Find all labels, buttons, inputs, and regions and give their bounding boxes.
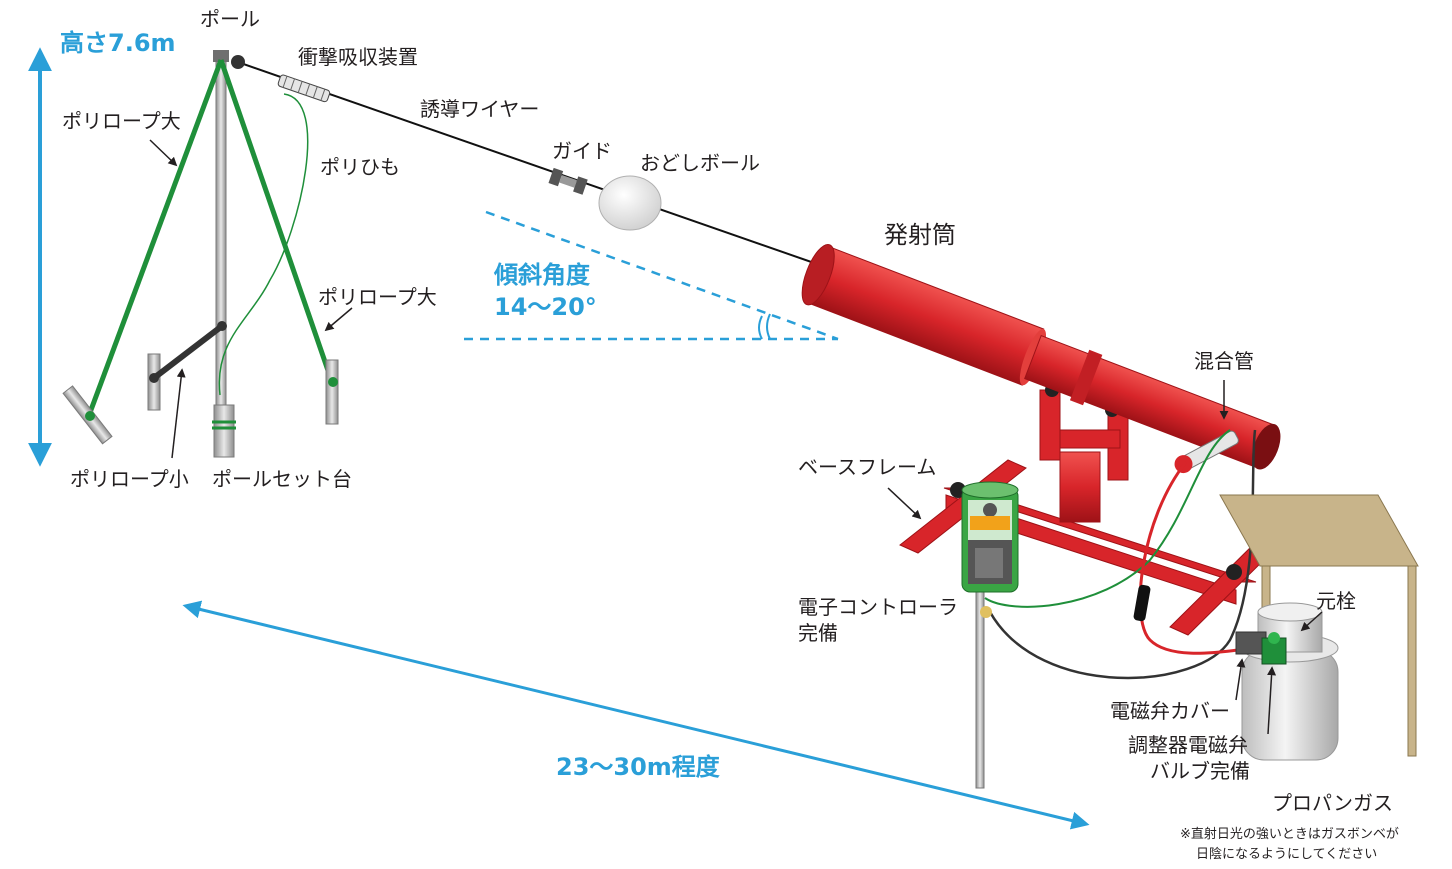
controller-stake bbox=[975, 589, 985, 789]
poly-rope-large-right-label: ポリロープ大 bbox=[318, 285, 437, 309]
pointer-regulator bbox=[1267, 666, 1277, 735]
poly-rope-small bbox=[152, 323, 224, 381]
note-line2: 日陰になるようにしてください bbox=[1196, 847, 1378, 862]
distance-arrow bbox=[182, 600, 1090, 830]
pointer-base-frame bbox=[887, 487, 922, 520]
regulator-label-line2: バルブ完備 bbox=[1150, 759, 1250, 783]
mixing-tube-label: 混合管 bbox=[1194, 349, 1254, 373]
pole-top-cap bbox=[213, 50, 229, 62]
angle-arc bbox=[758, 315, 763, 340]
poly-string-label: ポリひも bbox=[320, 155, 400, 179]
pole-stand bbox=[213, 404, 235, 458]
controller-label-line1: 電子コントローラ bbox=[798, 595, 958, 619]
electronic-controller bbox=[961, 481, 1019, 593]
controller-label-line2: 完備 bbox=[798, 621, 838, 645]
propane-label: プロパンガス bbox=[1272, 791, 1393, 815]
pole-label: ポール bbox=[200, 7, 260, 31]
guide-wire-label: 誘導ワイヤー bbox=[420, 97, 540, 121]
pointer-main-valve bbox=[1300, 611, 1323, 632]
stake-right bbox=[325, 359, 339, 425]
cable-red bbox=[1138, 461, 1239, 655]
note-line1: ※直射日光の強いときはガスボンベが bbox=[1180, 827, 1399, 842]
distance-label: 23〜30m程度 bbox=[556, 753, 720, 781]
guide-part bbox=[548, 167, 588, 195]
base-frame-label: ベースフレーム bbox=[798, 455, 937, 479]
solenoid-cover-label: 電磁弁カバー bbox=[1110, 699, 1230, 723]
guide-label: ガイド bbox=[552, 139, 612, 163]
tilt-reference-line bbox=[485, 210, 839, 341]
poly-rope-small-label: ポリロープ小 bbox=[70, 467, 189, 491]
tilt-angle-value: 14〜20° bbox=[494, 293, 597, 321]
pointer-rope-large-left bbox=[149, 139, 178, 167]
pole-stand-label: ポールセット台 bbox=[212, 467, 352, 491]
pole bbox=[215, 57, 227, 439]
pointer-rope-small bbox=[171, 368, 186, 459]
launcher-tube bbox=[801, 243, 1281, 470]
tilt-angle-label: 傾斜角度 bbox=[494, 261, 590, 289]
pointer-solenoid-cover bbox=[1235, 658, 1246, 701]
pointer-rope-large-right bbox=[324, 307, 353, 332]
poly-string bbox=[218, 93, 309, 396]
poly-rope-large-right bbox=[218, 59, 336, 386]
cable-green bbox=[984, 429, 1231, 608]
shock-absorber-label: 衝撃吸収装置 bbox=[298, 45, 418, 69]
propane-tank bbox=[1241, 602, 1339, 761]
scare-ball-label: おどしボール bbox=[640, 151, 760, 175]
poly-rope-large-left bbox=[85, 59, 224, 419]
regulator-label-line1: 調整器電磁弁 bbox=[1128, 733, 1248, 757]
main-valve-label: 元栓 bbox=[1316, 589, 1356, 613]
launcher-tube-label: 発射筒 bbox=[884, 221, 956, 249]
scare-ball bbox=[598, 175, 662, 231]
cable-black bbox=[988, 429, 1257, 680]
guide-wire bbox=[231, 59, 841, 273]
shock-absorber bbox=[277, 74, 331, 103]
height-label: 高さ7.6m bbox=[60, 29, 176, 57]
poly-rope-large-left-label: ポリロープ大 bbox=[62, 109, 181, 133]
